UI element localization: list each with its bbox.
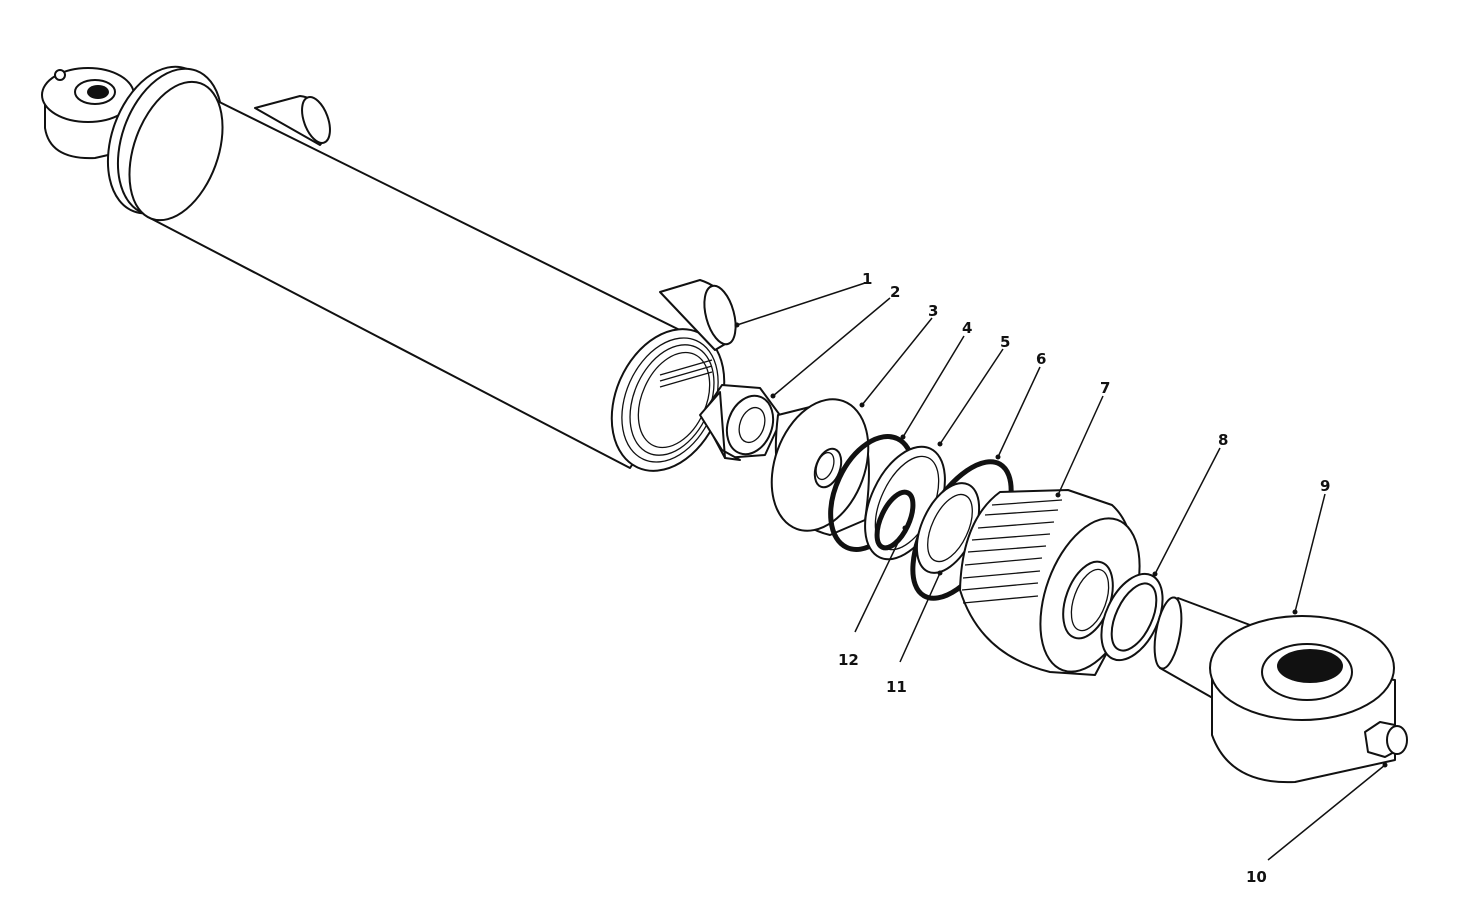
- cylinder-barrel-assembly: [41, 65, 737, 472]
- callout-12: 12: [838, 651, 859, 669]
- callout-labels: 1 2 3 4 5 6 7 8 9 10 11 12: [838, 270, 1330, 886]
- callout-11: 11: [886, 678, 907, 696]
- piston: [770, 398, 870, 536]
- rod-nut: [699, 384, 783, 461]
- callout-10: 10: [1246, 868, 1267, 886]
- o-ring-12: [874, 489, 916, 551]
- callout-2: 2: [890, 283, 900, 301]
- leader-lines: [734, 282, 1388, 861]
- callout-4: 4: [962, 319, 972, 337]
- callout-1: 1: [862, 270, 872, 288]
- callout-9: 9: [1320, 477, 1330, 495]
- piston-rod-eye: [1153, 596, 1396, 784]
- wiper-seal: [1100, 572, 1164, 662]
- callout-3: 3: [928, 302, 938, 320]
- barrel-front-open-end: [610, 328, 726, 472]
- rear-clevis-eye: [41, 67, 135, 160]
- grease-fitting: [1364, 721, 1408, 758]
- callout-5: 5: [1000, 333, 1010, 351]
- rear-port-boss: [254, 95, 331, 146]
- front-port-boss: [659, 279, 737, 351]
- callout-7: 7: [1100, 379, 1110, 397]
- callout-6: 6: [1036, 350, 1046, 368]
- callout-8: 8: [1218, 431, 1228, 449]
